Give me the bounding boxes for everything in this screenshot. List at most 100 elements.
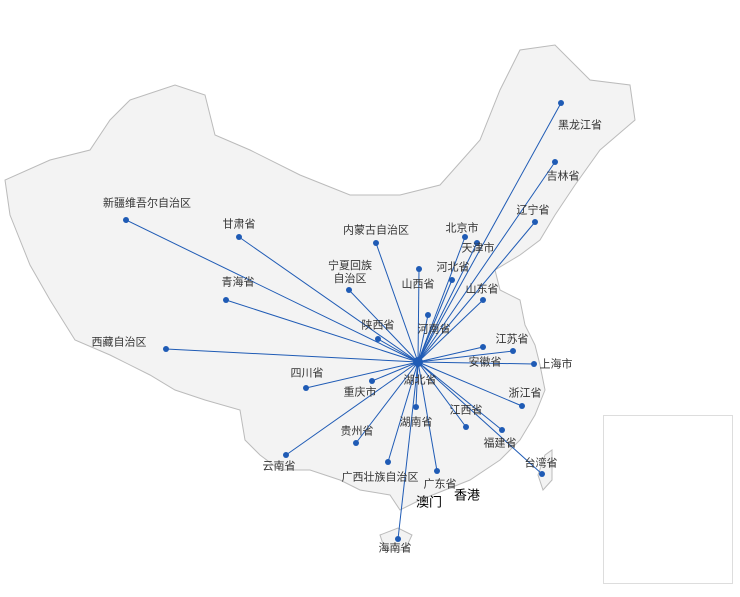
province-dot[interactable] xyxy=(474,240,480,246)
flow-line xyxy=(417,279,453,363)
flow-line xyxy=(415,361,419,408)
province-label: 海南省 xyxy=(378,541,412,555)
flow-line xyxy=(225,299,419,363)
flow-line xyxy=(371,361,419,382)
province-dot[interactable] xyxy=(385,459,391,465)
province-label: 甘肃省 xyxy=(222,217,256,231)
province-label: 辽宁省 xyxy=(516,203,550,217)
province-label: 福建省 xyxy=(483,436,517,450)
province-label: 西藏自治区 xyxy=(91,335,147,349)
province-dot[interactable] xyxy=(510,348,516,354)
province-dot[interactable] xyxy=(413,404,419,410)
province-dot[interactable] xyxy=(375,336,381,342)
province-label: 广东省 xyxy=(423,477,457,491)
province-label: 上海市 xyxy=(539,357,573,371)
flow-line xyxy=(417,236,466,363)
province-dot[interactable] xyxy=(531,361,537,367)
province-label: 青海省 xyxy=(221,275,255,289)
province-label: 黑龙江省 xyxy=(558,118,602,132)
province-label: 湖南省 xyxy=(399,415,433,429)
province-dot[interactable] xyxy=(353,440,359,446)
province-label: 河北省 xyxy=(436,260,470,274)
flow-line xyxy=(285,361,419,456)
flow-line xyxy=(125,219,419,363)
province-label: 北京市 xyxy=(445,221,479,235)
province-dot[interactable] xyxy=(449,277,455,283)
province-label: 四川省 xyxy=(290,366,324,380)
china-landmass xyxy=(4,44,636,511)
province-dot[interactable] xyxy=(434,468,440,474)
province-label: 河南省 xyxy=(417,322,451,336)
flow-line xyxy=(417,361,535,365)
flow-line xyxy=(397,361,419,540)
province-dot[interactable] xyxy=(303,385,309,391)
province-dot[interactable] xyxy=(558,100,564,106)
province-label: 内蒙古自治区 xyxy=(343,223,409,237)
province-dot[interactable] xyxy=(236,234,242,240)
flow-line xyxy=(238,236,419,363)
flow-line xyxy=(417,350,514,363)
flow-line xyxy=(417,361,543,475)
province-label: 浙江省 xyxy=(508,386,542,400)
province-dot[interactable] xyxy=(480,297,486,303)
province-dot[interactable] xyxy=(463,424,469,430)
flow-line xyxy=(417,361,523,407)
province-label: 陕西省 xyxy=(361,318,395,332)
flow-line xyxy=(417,361,467,428)
province-dot[interactable] xyxy=(123,217,129,223)
flow-line xyxy=(417,268,420,363)
province-label: 贵州省 xyxy=(340,424,374,438)
province-label: 江苏省 xyxy=(495,332,529,346)
flow-line xyxy=(417,314,429,363)
flow-line xyxy=(348,289,419,363)
province-dot[interactable] xyxy=(163,346,169,352)
province-label: 天津市 xyxy=(461,241,495,255)
province-dot[interactable] xyxy=(395,536,401,542)
flow-line xyxy=(355,361,419,444)
province-dot[interactable] xyxy=(532,219,538,225)
south-china-sea-inset xyxy=(603,415,733,584)
province-dot[interactable] xyxy=(346,287,352,293)
province-label: 广西壮族自治区 xyxy=(341,470,419,484)
province-dot[interactable] xyxy=(462,234,468,240)
flow-line xyxy=(377,338,419,363)
flow-line xyxy=(417,102,562,363)
province-dot[interactable] xyxy=(373,240,379,246)
sar-label: 香港 xyxy=(453,488,481,504)
flow-line xyxy=(417,346,484,363)
province-label: 吉林省 xyxy=(546,169,580,183)
flow-line xyxy=(417,242,478,363)
province-dot[interactable] xyxy=(223,297,229,303)
province-dot[interactable] xyxy=(519,403,525,409)
flow-line xyxy=(417,161,556,363)
province-dot[interactable] xyxy=(425,312,431,318)
province-dot[interactable] xyxy=(283,452,289,458)
province-dot[interactable] xyxy=(413,357,423,367)
province-dot[interactable] xyxy=(369,378,375,384)
province-label: 宁夏回族自治区 xyxy=(328,259,372,285)
flow-line xyxy=(305,361,419,389)
flow-line xyxy=(387,361,419,463)
flow-line xyxy=(417,299,484,363)
flow-line xyxy=(417,361,438,472)
province-label: 新疆维吾尔自治区 xyxy=(103,196,191,210)
flow-line xyxy=(417,221,536,363)
province-label: 江西省 xyxy=(449,403,483,417)
province-label: 安徽省 xyxy=(468,355,502,369)
province-label: 湖北省 xyxy=(403,373,437,387)
province-label: 山东省 xyxy=(465,282,499,296)
flow-line xyxy=(165,348,419,363)
province-label: 台湾省 xyxy=(524,456,558,470)
province-dot[interactable] xyxy=(499,427,505,433)
province-dot[interactable] xyxy=(416,266,422,272)
province-label: 云南省 xyxy=(262,459,296,473)
province-label: 山西省 xyxy=(401,277,435,291)
province-dot[interactable] xyxy=(539,471,545,477)
province-dot[interactable] xyxy=(480,344,486,350)
flow-line xyxy=(375,242,419,363)
province-dot[interactable] xyxy=(552,159,558,165)
province-label: 重庆市 xyxy=(343,385,377,399)
sar-label: 澳门 xyxy=(415,495,443,511)
